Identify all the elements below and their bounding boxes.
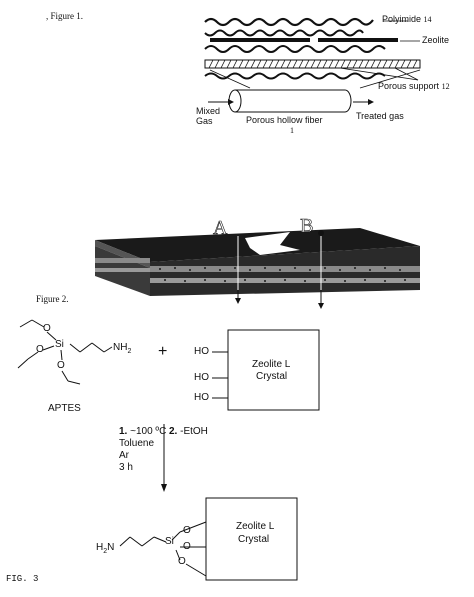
mixed-gas-label-line1: Mixed xyxy=(196,106,221,116)
plus-sign: + xyxy=(158,343,168,360)
figure-1-caption: , Figure 1. xyxy=(46,11,83,21)
porous-support-hatch xyxy=(208,59,418,69)
slab-band-1 xyxy=(150,266,420,272)
label-a: A xyxy=(213,217,228,240)
hollow-fiber-body xyxy=(235,89,352,113)
label-b: B xyxy=(300,215,314,238)
expansion-line-left xyxy=(209,69,251,89)
product-structure xyxy=(119,521,207,577)
step1-solvent: Toluene xyxy=(119,438,155,449)
aptes-o-top: O xyxy=(43,323,51,334)
step1-atmosphere: Ar xyxy=(119,450,129,461)
ho-label-3: HO xyxy=(194,392,209,403)
mixed-gas-arrowhead xyxy=(228,99,234,105)
aptes-structure xyxy=(17,319,113,385)
treated-gas-label: Treated gas xyxy=(356,111,404,121)
aptes-nh2: NH2 xyxy=(113,342,132,356)
aptes-si: Si xyxy=(55,339,64,350)
ho-label-1: HO xyxy=(194,346,209,357)
slab-speckles xyxy=(159,267,406,282)
product-si: Si xyxy=(165,536,174,547)
step1-line: 1. ~100 ºC xyxy=(119,426,167,437)
expansion-line-right xyxy=(359,69,421,89)
support-leader-1 xyxy=(339,67,419,81)
mixed-gas-label-line2: Gas xyxy=(196,116,213,126)
slab-band-4 xyxy=(95,268,150,272)
zeolite-label: Zeolite xyxy=(422,35,450,45)
product-o-top: O xyxy=(183,525,191,536)
slab-band-3 xyxy=(95,258,150,263)
polyimide-second-line xyxy=(204,29,364,37)
step2-line: 2. -EtOH xyxy=(169,426,208,437)
arrow-b-head xyxy=(318,303,324,309)
reaction-arrow-head xyxy=(161,484,167,492)
zeolite-bar-2 xyxy=(318,38,398,42)
polyimide-bottom-line xyxy=(204,72,386,80)
aptes-label: APTES xyxy=(48,403,81,414)
ho-label-2: HO xyxy=(194,372,209,383)
product-box-line1: Zeolite L xyxy=(236,521,275,532)
figure-2-caption: Figure 2. xyxy=(36,294,69,304)
porous-support-label: Porous support 12 xyxy=(378,81,450,91)
product-o-mid: O xyxy=(183,541,191,552)
zeolite-box-product xyxy=(205,497,298,581)
aptes-o-bottom: O xyxy=(57,360,65,371)
hollow-fiber-ref: 1 xyxy=(290,126,294,135)
figure-3-caption: FIG. 3 xyxy=(6,574,39,584)
polyimide-top-line xyxy=(204,17,374,27)
polyimide-third-line xyxy=(204,45,386,53)
arrow-b-dot xyxy=(318,230,324,236)
slab-white-flake xyxy=(245,232,300,255)
product-box-line2: Crystal xyxy=(238,534,270,545)
hollow-fiber-label: Porous hollow fiber xyxy=(246,115,323,125)
product-o-bottom: O xyxy=(178,556,186,567)
zeolite-box-reactant xyxy=(227,329,320,411)
zeolite-bar xyxy=(210,38,310,42)
polyimide-label: Polyimide 14 xyxy=(382,14,432,24)
aptes-o-left: O xyxy=(36,344,44,355)
zeolite-box-line1: Zeolite L xyxy=(252,359,291,370)
step1-time: 3 h xyxy=(119,462,133,473)
treated-gas-arrowhead xyxy=(368,99,374,105)
arrow-a-head xyxy=(235,298,241,304)
porous-support-bar xyxy=(204,59,421,69)
product-h2n: H2N xyxy=(96,542,115,556)
zeolite-box-line2: Crystal xyxy=(256,371,288,382)
